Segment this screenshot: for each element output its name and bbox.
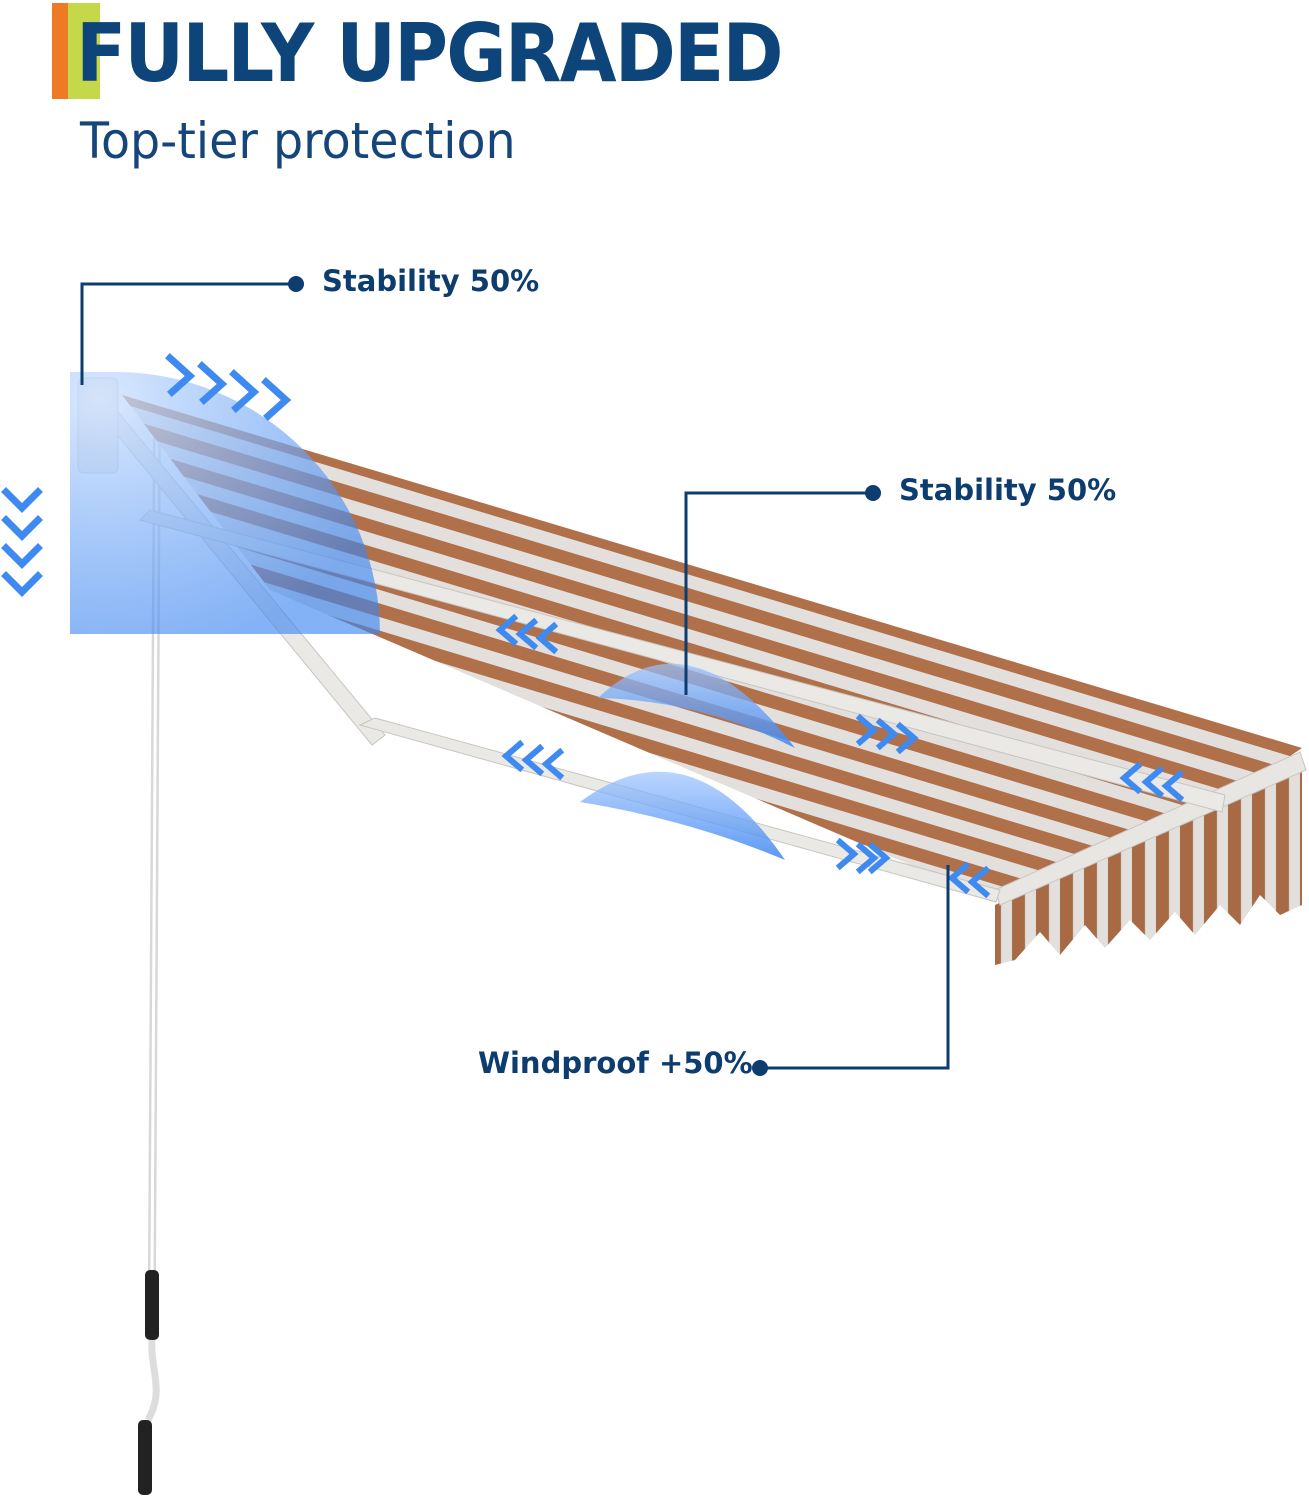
callout-stability-wall: Stability 50% [322, 264, 540, 298]
highlight-wall-bracket [70, 372, 380, 634]
awning-canopy [122, 395, 1302, 900]
callout-lines [80, 282, 950, 1070]
awning-valance [995, 760, 1302, 965]
wind-chevron-icons [1, 353, 1185, 899]
callout-windproof: Windproof +50% [478, 1046, 753, 1080]
highlight-arm-joint-1 [598, 663, 795, 748]
highlight-arm-joint-2 [580, 771, 785, 860]
page-subtitle: Top-tier protection [80, 112, 516, 170]
page-title: FULLY UPGRADED [76, 7, 784, 100]
accent-bar-orange [52, 3, 68, 99]
callout-dots [288, 276, 881, 1076]
accent-bar-green [68, 3, 100, 99]
callout-stability-arm: Stability 50% [899, 473, 1117, 507]
